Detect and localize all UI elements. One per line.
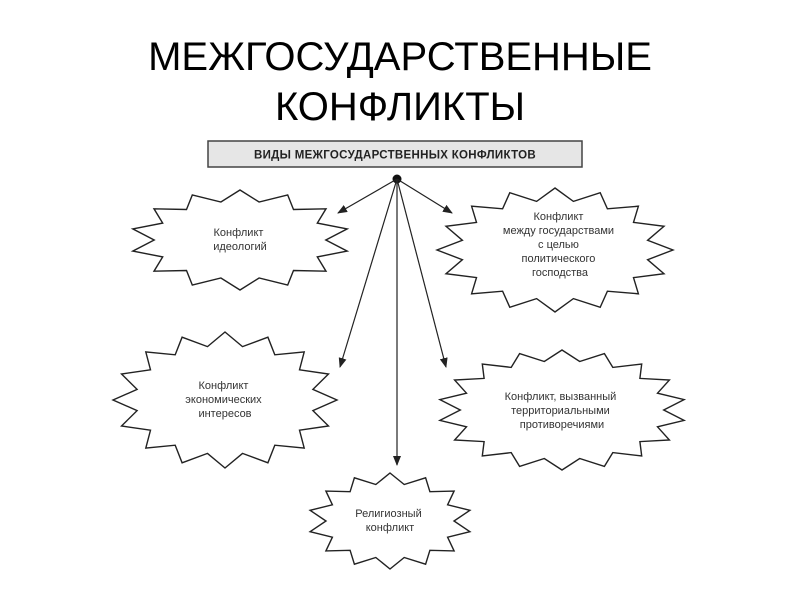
arrow-to-economic xyxy=(338,178,398,368)
node-political-line-1: Конфликт xyxy=(533,211,583,223)
node-religious: Религиозный конфликт xyxy=(308,472,472,570)
node-economic-line-3: интересов xyxy=(198,408,251,420)
node-political-label: Конфликт между государствами с целью пол… xyxy=(503,211,617,279)
diagram-header: ВИДЫ МЕЖГОСУДАРСТВЕННЫХ КОНФЛИКТОВ xyxy=(207,140,583,168)
node-economic-burst xyxy=(111,331,339,469)
node-political-line-3: с целью xyxy=(538,239,579,251)
node-ideology-label: Конфликт идеологий xyxy=(213,227,267,253)
node-economic-line-2: экономических xyxy=(185,394,262,406)
node-religious-line-1: Религиозный xyxy=(355,508,422,520)
arrows-group xyxy=(337,178,453,466)
node-political-line-5: господства xyxy=(532,267,589,279)
node-territorial-line-3: противоречиями xyxy=(520,419,604,431)
arrow-to-territorial xyxy=(396,178,448,368)
node-economic-label: Конфликт экономических интересов xyxy=(185,380,264,420)
node-ideology: Конфликт идеологий xyxy=(130,189,350,291)
diagram-header-text: ВИДЫ МЕЖГОСУДАРСТВЕННЫХ КОНФЛИКТОВ xyxy=(254,150,536,162)
node-territorial: Конфликт, вызванный территориальными про… xyxy=(437,349,687,471)
node-territorial-burst xyxy=(437,349,687,471)
arrow-to-political xyxy=(396,178,453,214)
node-economic: Конфликт экономических интересов xyxy=(111,331,339,469)
node-ideology-line-1: Конфликт xyxy=(213,227,263,239)
node-religious-burst xyxy=(308,472,472,570)
slide-title: МЕЖГОСУДАРСТВЕННЫЕ КОНФЛИКТЫ xyxy=(148,35,652,124)
node-religious-label: Религиозный конфликт xyxy=(355,508,425,534)
node-political-burst xyxy=(435,187,675,313)
node-political-line-4: политического xyxy=(522,253,596,265)
node-political: Конфликт между государствами с целью пол… xyxy=(435,187,675,313)
node-political-line-2: между государствами xyxy=(503,225,614,237)
arrow-to-ideology xyxy=(337,178,398,214)
node-ideology-burst xyxy=(130,189,350,291)
node-economic-line-1: Конфликт xyxy=(198,380,248,392)
node-religious-line-2: конфликт xyxy=(366,522,414,534)
node-territorial-label: Конфликт, вызванный территориальными про… xyxy=(505,391,620,431)
node-territorial-line-2: территориальными xyxy=(511,405,610,417)
node-ideology-line-2: идеологий xyxy=(213,241,267,253)
diagram-header-box xyxy=(207,140,583,168)
node-territorial-line-1: Конфликт, вызванный xyxy=(505,391,617,403)
